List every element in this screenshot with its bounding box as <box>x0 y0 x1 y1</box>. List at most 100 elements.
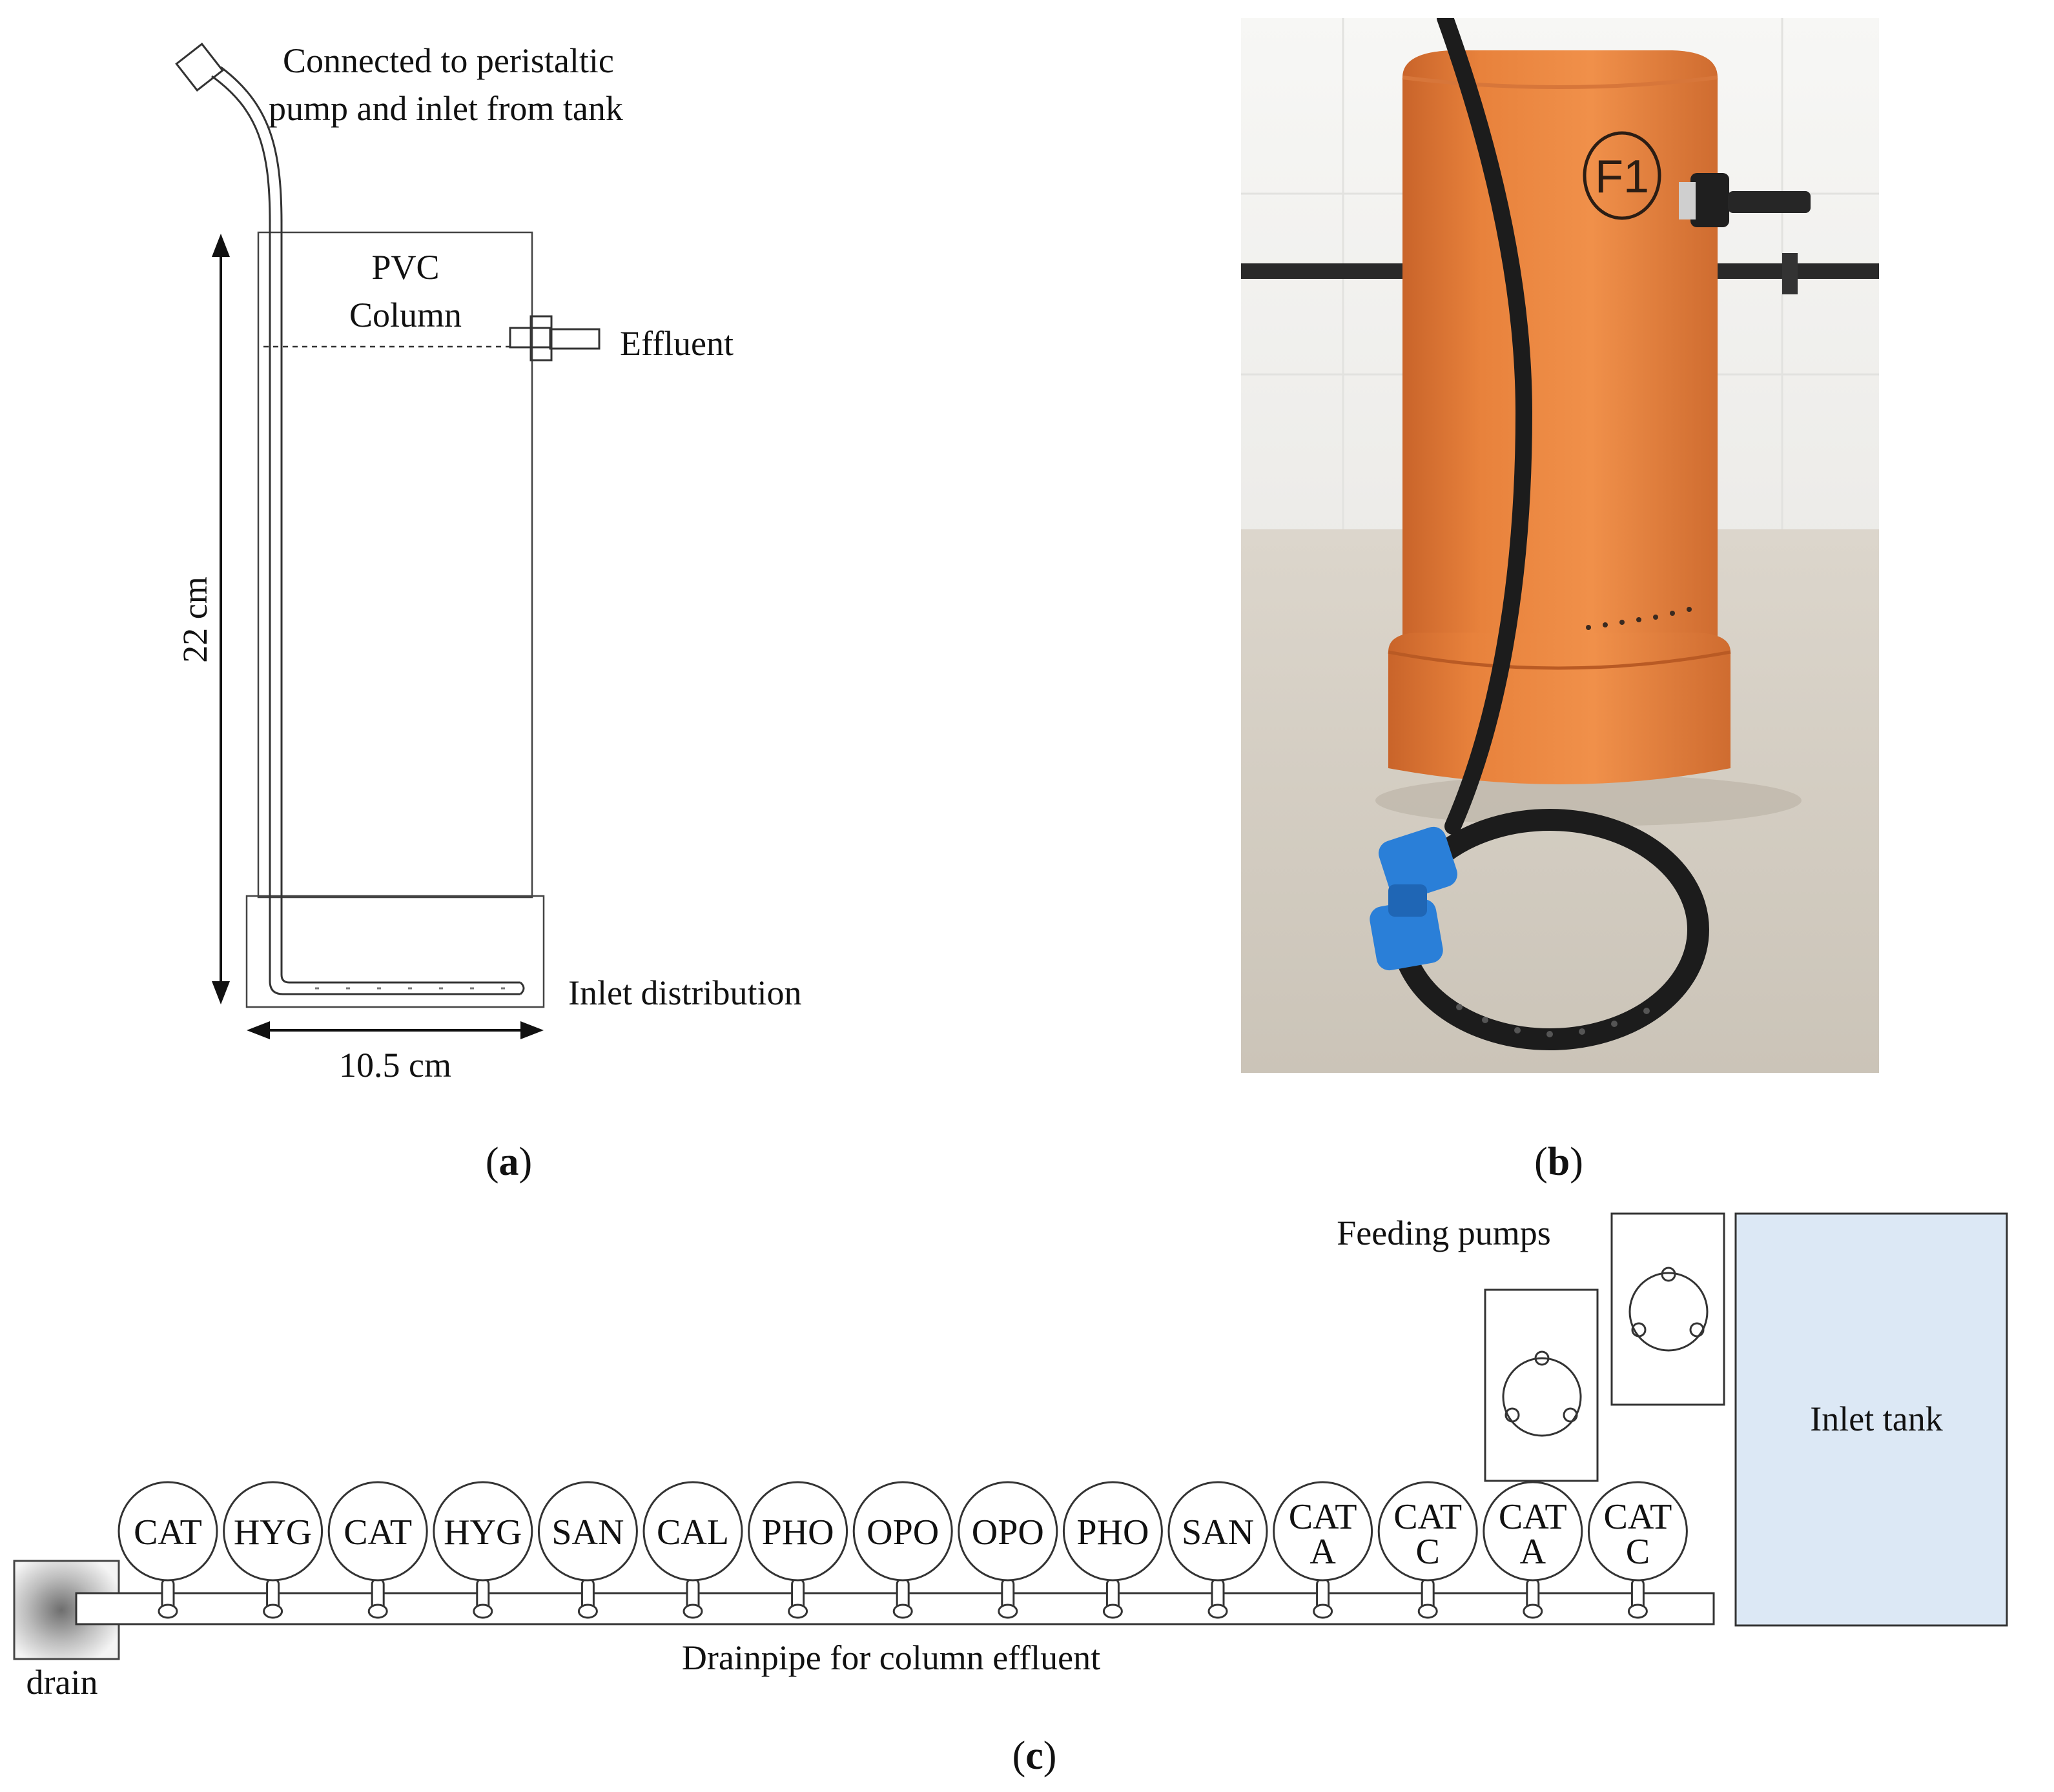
feed-tube-connector <box>175 43 224 92</box>
column-label-line1: CAT <box>1393 1497 1462 1537</box>
orange-column <box>1402 50 1718 646</box>
column-node: PHO <box>1062 1481 1163 1619</box>
column-label-line1: CAT <box>1499 1497 1567 1537</box>
column-circle <box>1377 1481 1478 1582</box>
feeding-pump-1 <box>1484 1288 1599 1482</box>
height-label: 22 cm <box>176 576 214 662</box>
column-label-line1: SAN <box>551 1512 624 1553</box>
column-circle <box>1273 1481 1373 1582</box>
column-circle <box>1587 1481 1688 1582</box>
column-node: OPO <box>852 1481 953 1619</box>
column-circle <box>537 1481 638 1582</box>
panel-c-caption: (c) <box>1012 1734 1057 1778</box>
panel-b-photo: F1 <box>1241 18 1879 1073</box>
panel-a-caption: (a) <box>486 1140 532 1184</box>
column-node: CAT <box>118 1481 218 1619</box>
column-circle <box>852 1481 953 1582</box>
feeding-pump-2 <box>1610 1212 1725 1406</box>
effluent-fitting-nut <box>529 315 553 361</box>
column-label-line1: PHO <box>762 1512 834 1553</box>
column-node: HYG <box>433 1481 533 1619</box>
column-outlet-foot <box>1207 1604 1228 1619</box>
connected-label-line1: Connected to peristaltic <box>283 41 614 80</box>
blue-connector-mid <box>1388 884 1427 917</box>
column-outlet-foot <box>1102 1604 1123 1619</box>
column-label-line1: CAT <box>1604 1497 1672 1537</box>
column-circle <box>1062 1481 1163 1582</box>
column-circle <box>1167 1481 1268 1582</box>
column-outlet-foot <box>998 1604 1018 1619</box>
effluent-fitting-pipe <box>549 328 601 350</box>
column-label-line1: PHO <box>1076 1512 1149 1553</box>
feed-tube-curve-inner <box>220 66 283 223</box>
column-label-line2: A <box>1520 1532 1546 1572</box>
column-label-line1: OPO <box>972 1512 1044 1553</box>
column-dotted-level <box>1586 607 1692 630</box>
column-outlet-foot <box>683 1604 703 1619</box>
column-outlet-foot <box>367 1604 388 1619</box>
connected-label-line2: pump and inlet from tank <box>269 89 623 128</box>
inlet-tube-outer <box>269 219 520 995</box>
drain-label: drain <box>26 1663 98 1702</box>
column-circle <box>1483 1481 1583 1582</box>
column-node: CAL <box>642 1481 743 1619</box>
inlet-tube-inner <box>280 219 520 984</box>
column-top-rim <box>1402 76 1718 89</box>
column-circle <box>958 1481 1058 1582</box>
column-label-line2: A <box>1309 1532 1336 1572</box>
height-arrow-bottom <box>212 981 230 1004</box>
blue-connector-upper <box>1379 826 1457 901</box>
black-feed-tube <box>1437 18 1533 835</box>
column-marking-circle <box>1583 131 1661 220</box>
inlet-tank <box>1734 1212 2008 1627</box>
column-shadow <box>1375 775 1802 826</box>
ring-holes <box>1456 1004 1650 1037</box>
column-label-line2: C <box>1416 1532 1440 1572</box>
side-fitting-nut <box>1690 173 1729 227</box>
effluent-label: Effluent <box>620 324 734 363</box>
pvc-label-line1: PVC <box>371 248 439 287</box>
column-node: SAN <box>537 1481 638 1619</box>
column-circle <box>433 1481 533 1582</box>
column-outlet-foot <box>1313 1604 1333 1619</box>
pvc-column-body <box>257 231 533 899</box>
inlet-distribution-label: Inlet distribution <box>568 973 801 1012</box>
width-label: 10.5 cm <box>339 1046 451 1084</box>
column-node: HYG <box>223 1481 324 1619</box>
column-circle <box>642 1481 743 1582</box>
width-arrow-right <box>520 1021 544 1039</box>
column-marking-text: F1 <box>1595 151 1649 203</box>
column-label-line1: HYG <box>444 1512 522 1553</box>
column-label-line1: CAT <box>344 1512 412 1553</box>
column-label-line1: HYG <box>234 1512 312 1553</box>
column-node: PHO <box>748 1481 848 1619</box>
collar-top-edge <box>1388 650 1731 670</box>
column-circle <box>748 1481 848 1582</box>
column-label-line2: C <box>1626 1532 1650 1572</box>
column-outlet-foot <box>577 1604 598 1619</box>
column-node: OPO <box>958 1481 1058 1619</box>
inlet-tube-end <box>519 981 525 995</box>
column-outlet-foot <box>158 1604 178 1619</box>
column-base-collar <box>1388 633 1730 784</box>
pvc-label-line2: Column <box>349 296 462 334</box>
height-arrow-top <box>212 234 230 257</box>
panel-b-caption: (b) <box>1534 1140 1583 1184</box>
drainpipe-label: Drainpipe for column effluent <box>682 1638 1100 1677</box>
column-node: CAT <box>327 1481 428 1619</box>
column-outlet-foot <box>1417 1604 1438 1619</box>
inlet-distribution-box <box>245 895 545 1008</box>
blue-connector-lower <box>1370 899 1443 971</box>
column-circle <box>118 1481 218 1582</box>
feed-tube-curve-outer <box>211 75 271 223</box>
width-arrow-left <box>247 1021 270 1039</box>
wall-rail-bracket <box>1782 253 1798 294</box>
column-outlet-foot <box>788 1604 808 1619</box>
column-circle <box>223 1481 324 1582</box>
column-label-line1: CAT <box>134 1512 202 1553</box>
